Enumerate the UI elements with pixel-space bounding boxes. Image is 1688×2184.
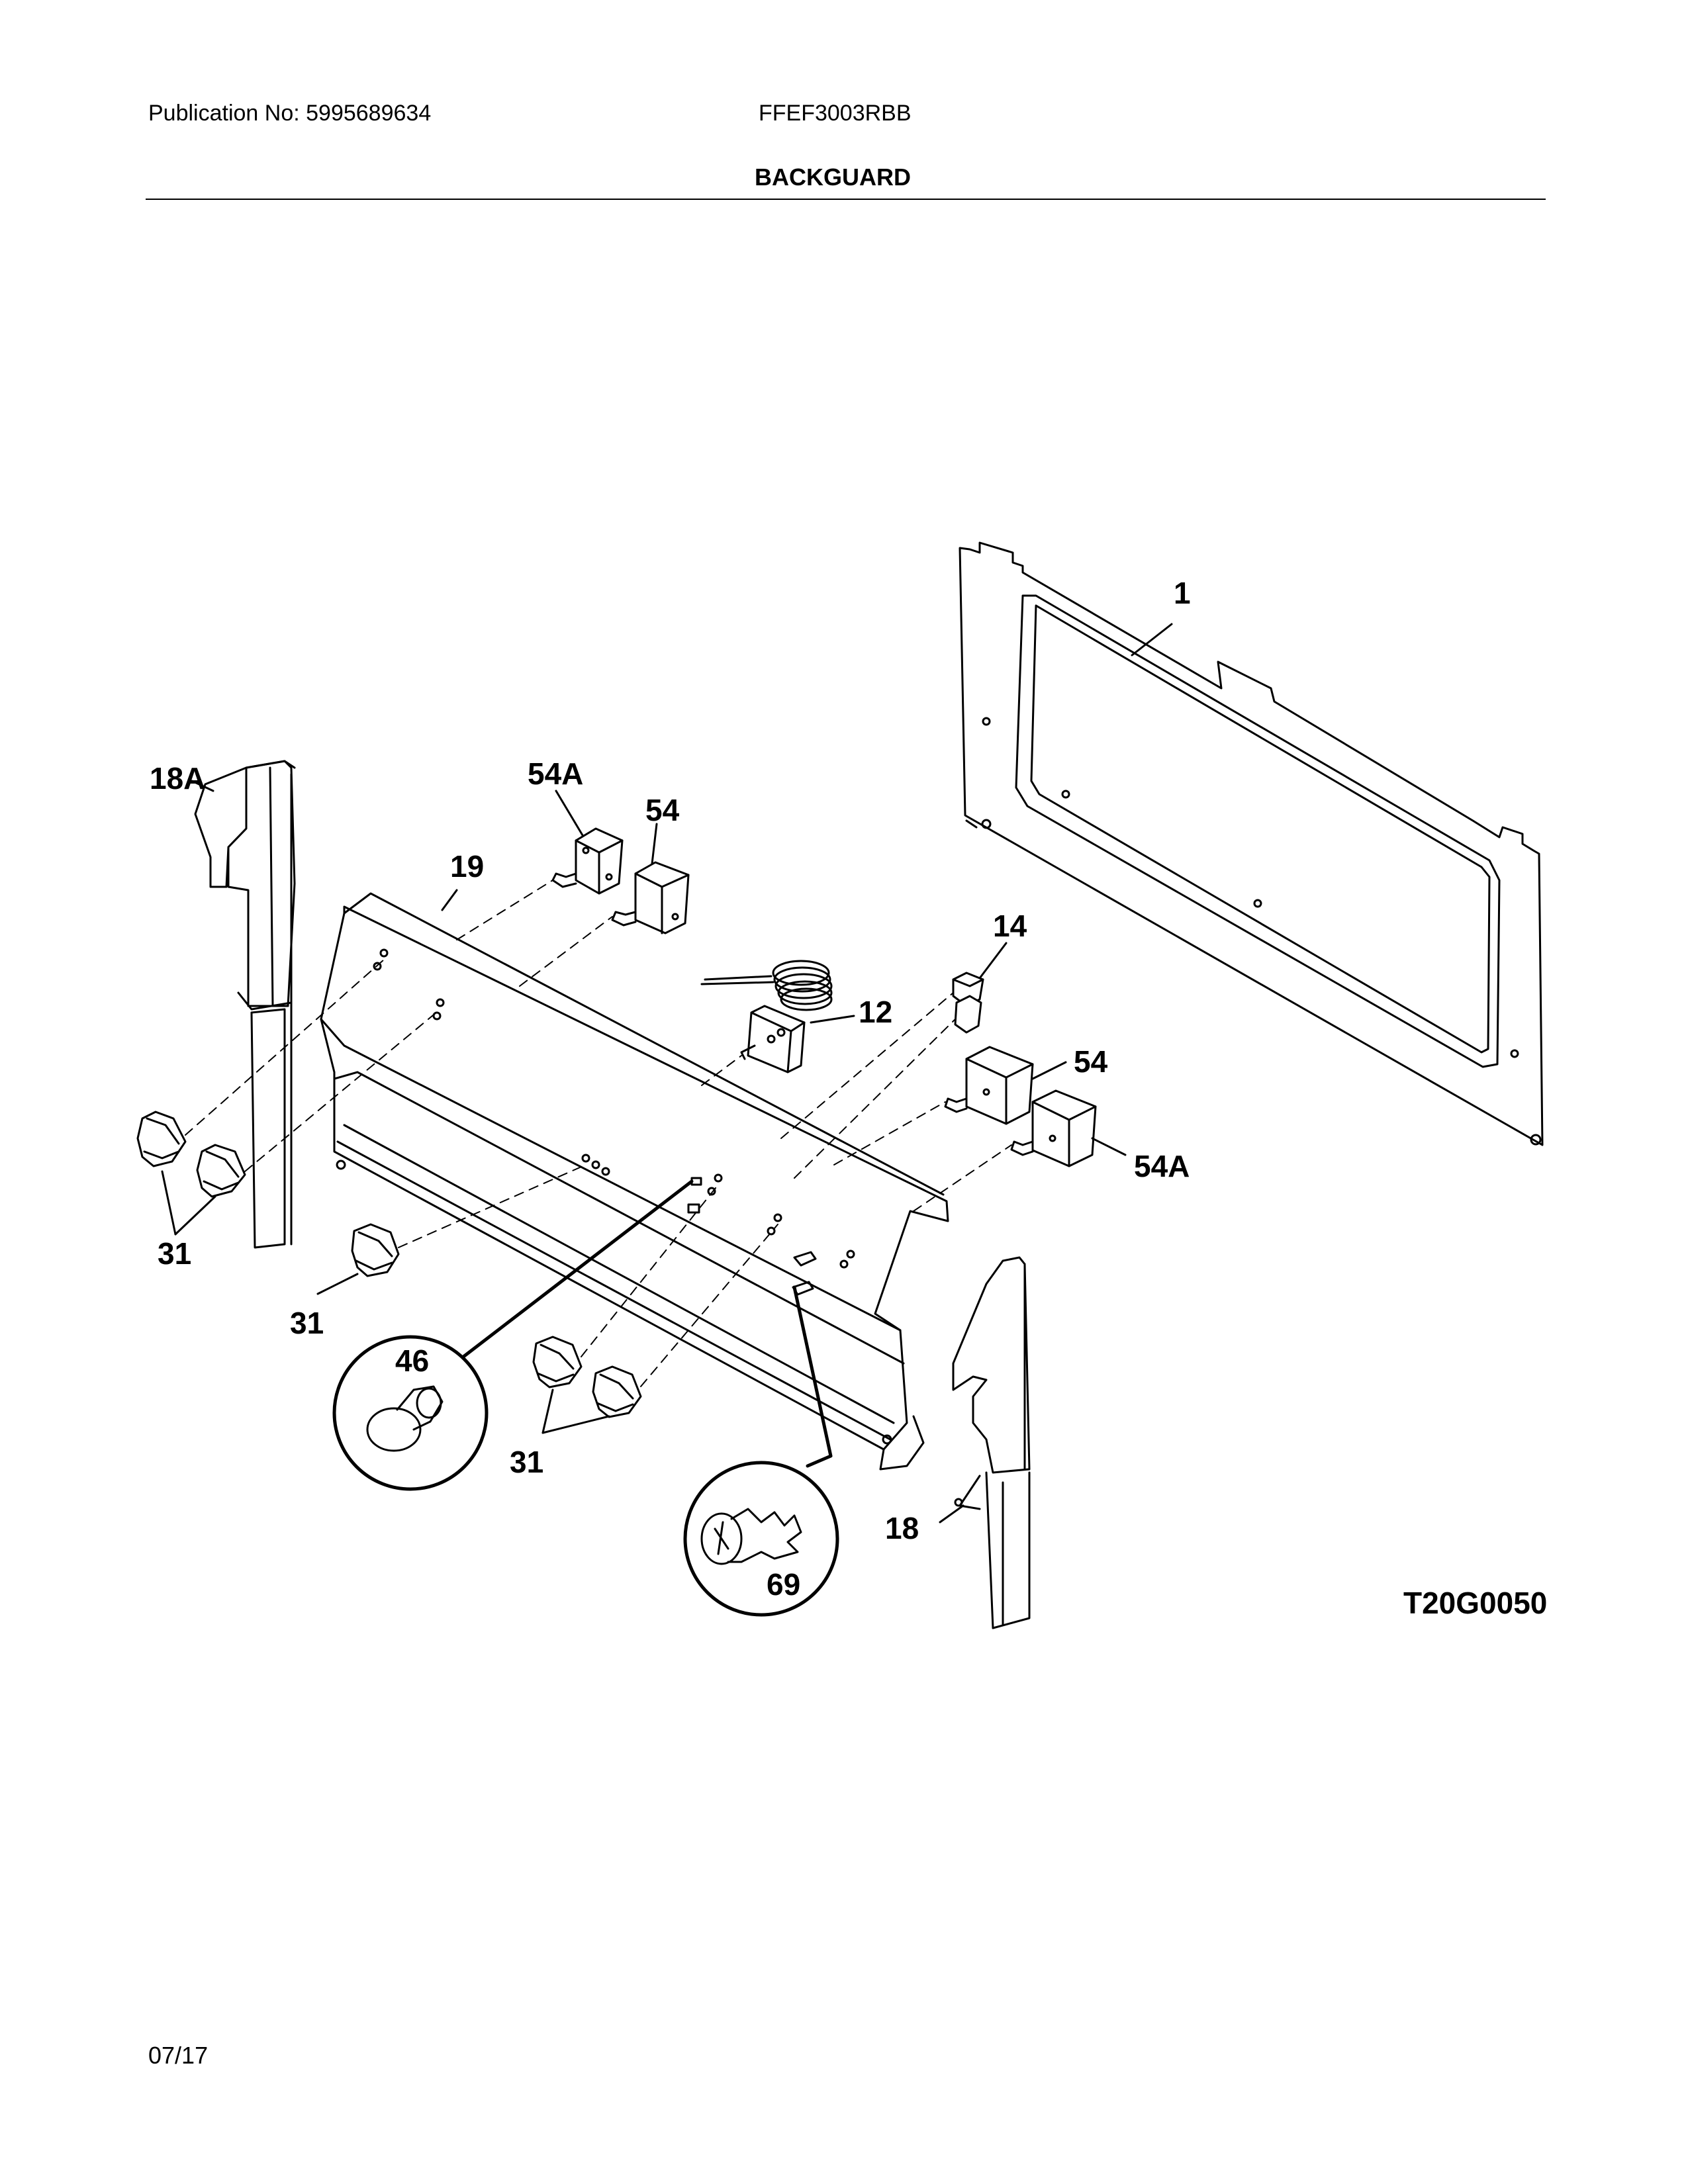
switch-part-54A-top — [551, 827, 624, 895]
leader-54-top — [651, 823, 658, 865]
switch-part-54A-right — [1010, 1089, 1097, 1167]
leader-1 — [1131, 623, 1173, 657]
publication-number: Publication No: 5995689634 — [148, 101, 432, 126]
knob-part-31-e — [592, 1365, 642, 1418]
right-end-cap-part-18 — [952, 1256, 1031, 1629]
leader-54A-right — [1091, 1137, 1127, 1156]
drawing-code: T20G0050 — [1403, 1586, 1547, 1620]
callout-69: 69 — [767, 1567, 800, 1602]
leader-54A-top — [555, 790, 584, 837]
callout-12: 12 — [859, 995, 892, 1029]
leader-18 — [939, 1504, 964, 1524]
leader-14 — [978, 942, 1008, 979]
left-end-cap-part-18A — [194, 760, 296, 1249]
callout-18: 18 — [885, 1511, 919, 1545]
indicator-light-part-14 — [952, 972, 984, 1034]
detail-circle-part-46 — [332, 1335, 489, 1491]
callout-54-right: 54 — [1074, 1044, 1108, 1079]
revision-date: 07/17 — [148, 2042, 209, 2069]
rear-panel-part-1 — [959, 541, 1544, 1146]
callout-54A-right: 54A — [1134, 1149, 1190, 1183]
detail-circle-part-69 — [683, 1461, 839, 1617]
leader-18A — [191, 780, 214, 792]
leader-69 — [792, 1285, 833, 1468]
knob-part-31-c — [351, 1223, 400, 1277]
callout-1: 1 — [1174, 576, 1191, 610]
callout-54-top: 54 — [645, 793, 680, 827]
callout-46: 46 — [395, 1343, 429, 1378]
control-panel-part-19 — [320, 892, 949, 1471]
leader-12 — [810, 1015, 855, 1024]
knob-part-31-a — [136, 1111, 187, 1167]
switch-part-54-top — [611, 861, 690, 934]
callout-31-left: 31 — [158, 1236, 191, 1271]
leader-54-right — [1031, 1061, 1067, 1080]
section-title: BACKGUARD — [755, 163, 911, 191]
header-divider — [146, 199, 1546, 200]
knob-part-31-b — [196, 1144, 246, 1198]
leader-31-a — [161, 1170, 177, 1236]
leader-31-e — [541, 1415, 610, 1434]
leader-19 — [441, 889, 458, 911]
callout-19: 19 — [450, 849, 484, 884]
model-number: FFEF3003RBB — [759, 101, 912, 126]
callout-31-mid: 31 — [290, 1306, 324, 1340]
callout-18A: 18A — [150, 761, 205, 796]
leader-31-b — [174, 1195, 216, 1236]
switch-part-54-right — [944, 1046, 1034, 1125]
callout-54A-top: 54A — [528, 756, 583, 791]
callout-31-bottom: 31 — [510, 1445, 543, 1479]
knob-part-31-d — [532, 1336, 583, 1388]
leader-46 — [461, 1179, 694, 1359]
leader-31-c — [316, 1273, 359, 1295]
callout-14: 14 — [993, 909, 1027, 943]
thermostat-part-12 — [700, 960, 833, 1073]
assembly-dashed-lines — [185, 880, 1012, 1387]
leader-31-d — [541, 1388, 554, 1434]
